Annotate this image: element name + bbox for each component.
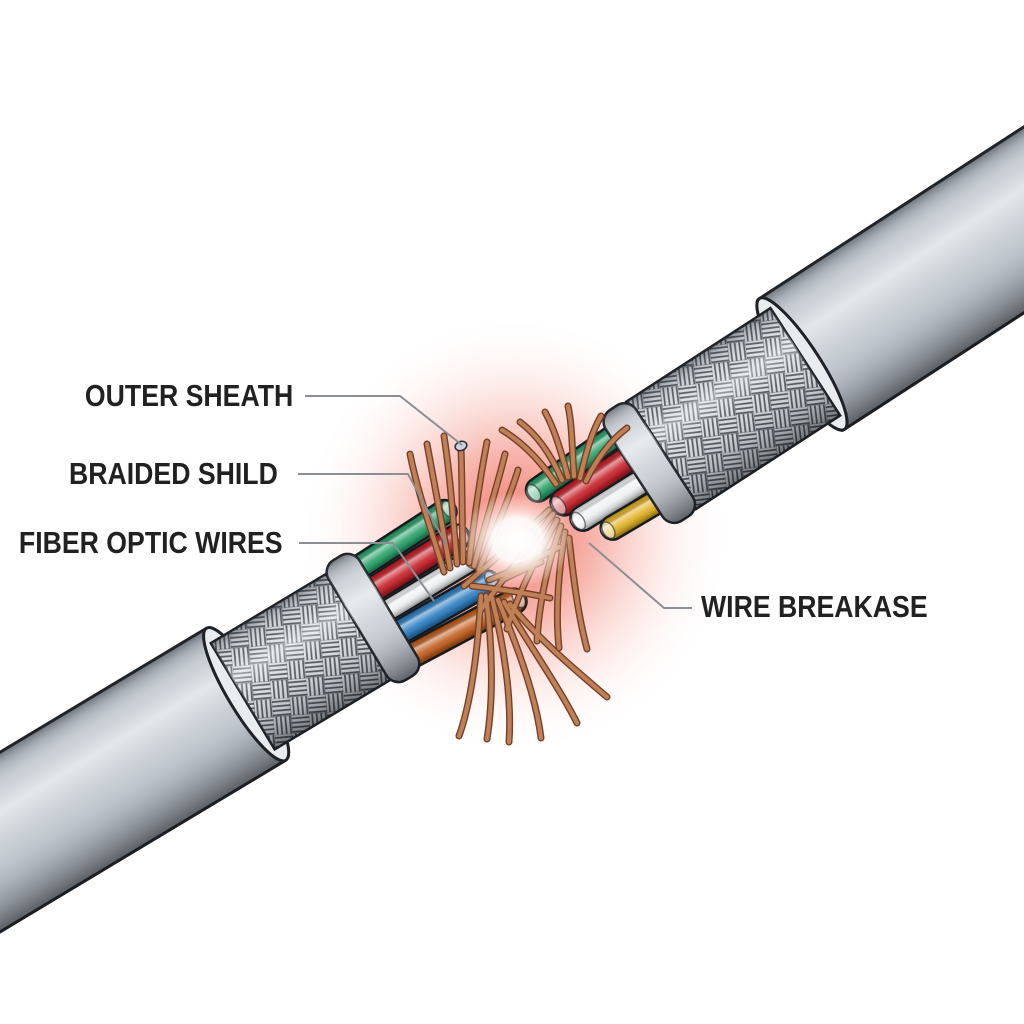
leader-wire-breakage: [588, 542, 692, 609]
leader-braided-shield: [298, 473, 448, 547]
break-core-glow: [461, 492, 573, 588]
label-wire-breakage: WIRE BREAKASE: [701, 589, 928, 624]
leader-lines: [298, 395, 692, 609]
label-fiber-optic-wires: FIBER OPTIC WIRES: [19, 525, 283, 560]
cable-right: [524, 44, 1024, 541]
label-outer-sheath: OUTER SHEATH: [84, 378, 293, 413]
leader-fiber-optic-wires: [299, 542, 435, 602]
cable-left: [0, 498, 528, 1015]
cable-right-collar-ring: [602, 402, 697, 525]
label-braided-shield: BRAIDED SHILD: [69, 456, 278, 491]
wire-white: [569, 466, 658, 532]
leader-outer-sheath: [305, 395, 463, 446]
cable-left-collar-ring: [325, 552, 421, 684]
